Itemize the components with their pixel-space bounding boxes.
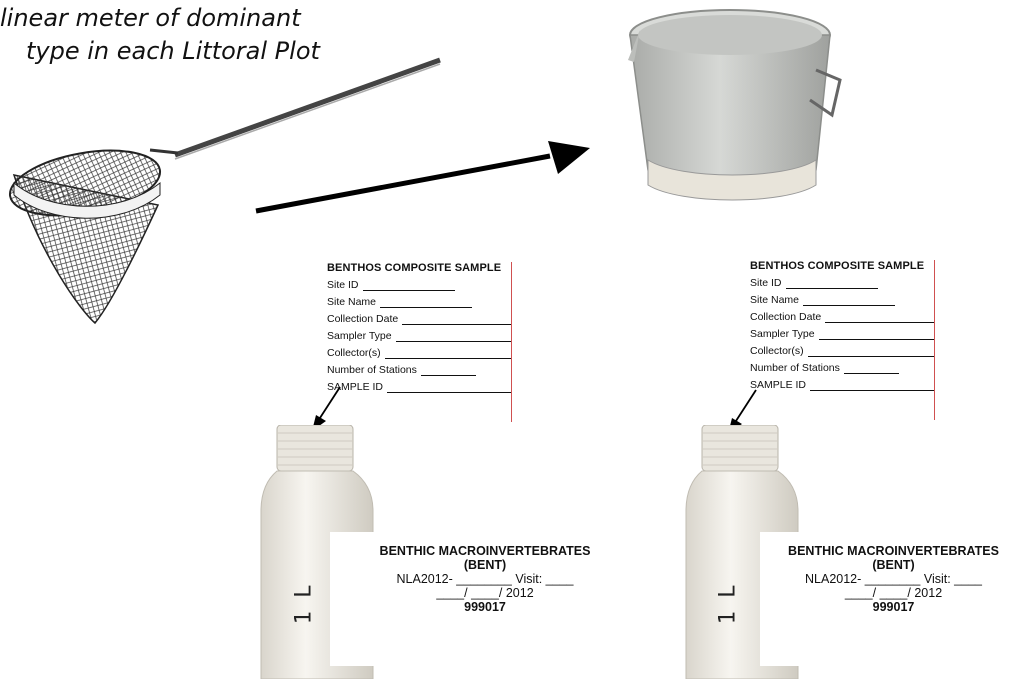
- bottle-volume: 1 L: [291, 584, 317, 625]
- bottle-label-line: BENTHIC MACROINVERTEBRATES: [788, 544, 999, 558]
- bottle-label: BENTHIC MACROINVERTEBRATES (BENT) NLA201…: [330, 532, 640, 666]
- dip-net-icon: [8, 57, 441, 325]
- bottle-label-line: ____/ ____/ 2012: [844, 586, 943, 600]
- bottle-label-line: (BENT): [463, 558, 507, 572]
- bottle-label: BENTHIC MACROINVERTEBRATES (BENT) NLA201…: [760, 532, 1027, 666]
- label-field: Number of Stations: [750, 362, 934, 374]
- bottle-label-line: ____/ ____/ 2012: [436, 586, 534, 600]
- label-field: SAMPLE ID: [750, 379, 934, 391]
- bottle-sample-id: 999017: [872, 600, 915, 614]
- caption-line-2: type in each Littoral Plot: [26, 37, 320, 65]
- label-field: Site ID: [327, 279, 511, 291]
- label-field: Number of Stations: [327, 364, 511, 376]
- caption-line-1: linear meter of dominant: [0, 4, 301, 32]
- bucket-icon: [628, 9, 842, 201]
- bottle-label-line: NLA2012- ________ Visit: ____: [805, 572, 982, 586]
- bottle-label-line: (BENT): [872, 558, 915, 572]
- label-field: SAMPLE ID: [327, 381, 511, 393]
- sample-label-card: BENTHOS COMPOSITE SAMPLE Site ID Site Na…: [327, 262, 512, 422]
- arrow-icon: [255, 141, 590, 214]
- label-field: Collector(s): [327, 347, 511, 359]
- sample-label-card: BENTHOS COMPOSITE SAMPLE Site ID Site Na…: [750, 260, 935, 420]
- label-field: Collection Date: [750, 311, 934, 323]
- label-field: Collection Date: [327, 313, 511, 325]
- label-title: BENTHOS COMPOSITE SAMPLE: [327, 262, 502, 274]
- label-field: Site Name: [327, 296, 511, 308]
- bottle-label-line: BENTHIC MACROINVERTEBRATES: [379, 544, 591, 558]
- label-field: Collector(s): [750, 345, 934, 357]
- bottle-label-line: NLA2012- ________ Visit: ____: [396, 572, 574, 586]
- bottle-sample-id: 999017: [464, 600, 506, 614]
- bottle-volume: 1 L: [715, 584, 741, 625]
- label-title: BENTHOS COMPOSITE SAMPLE: [750, 260, 925, 272]
- label-field: Site ID: [750, 277, 934, 289]
- caption: linear meter of dominant type in each Li…: [0, 2, 440, 68]
- label-field: Sampler Type: [750, 328, 934, 340]
- label-field: Sampler Type: [327, 330, 511, 342]
- label-field: Site Name: [750, 294, 934, 306]
